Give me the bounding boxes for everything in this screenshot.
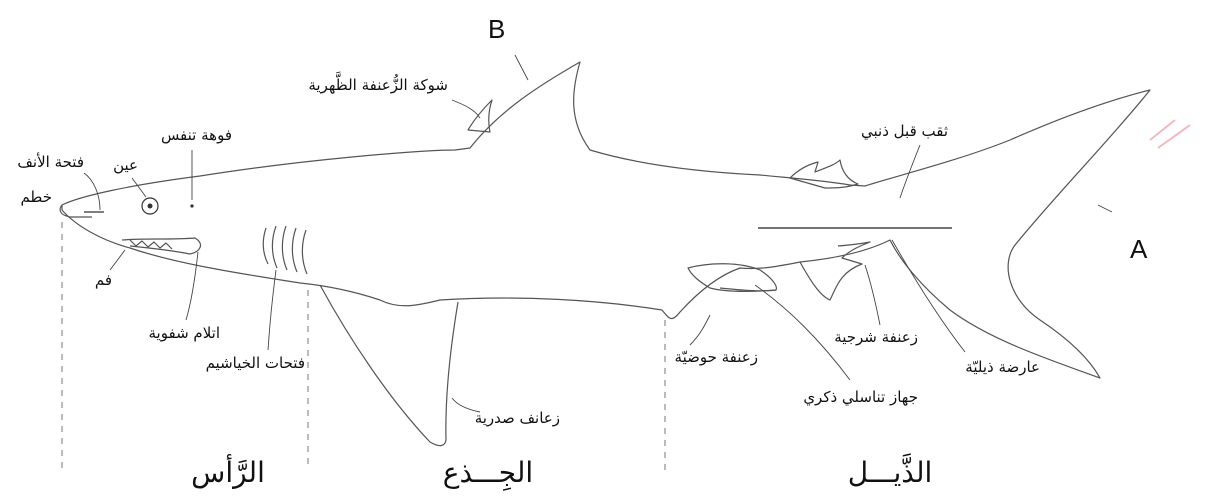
leader-pelvic [690,315,710,345]
leader-A [1098,205,1112,212]
eye-pupil [148,204,153,209]
label-nostril: فتحة الأنف [17,152,84,171]
leader-precaudal [900,145,920,198]
label-mouth: فم [95,271,112,289]
label-pectoral-fins: زعانف صدرية [475,409,560,427]
label-caudal-keel: عارضة ذيليّة [965,358,1040,376]
pectoral-fin-shape [320,285,458,446]
label-A: A [1130,234,1148,264]
snout-tip [60,205,92,217]
label-labial-furrows: اتلام شفوية [149,324,220,342]
leader-mouth [110,250,125,270]
leader-nostril [84,173,100,210]
region-head: الرَّأس [191,453,265,489]
anal-fin-shape [800,242,870,300]
leader-eye [132,178,146,197]
leader-gill [268,270,276,350]
label-spiracle: فوهة تنفس [161,126,232,144]
leader-anal [865,265,880,325]
gill-slits-shape [263,226,307,274]
mouth-shape [122,238,200,254]
spiracle-mark [190,204,193,207]
region-tail: الذَّيـــل [848,452,933,489]
label-anal-fin: زعنفة شرجية [834,328,918,346]
shark-body-outline [62,62,1150,378]
leader-B [515,55,528,80]
label-precaudal-pit: ثقب قبل ذنبي [861,122,948,141]
label-pelvic-fin: زعنفة حوضيّة [675,348,758,366]
second-dorsal-fin [790,160,858,188]
label-eye: عين [113,156,138,174]
watermark-mark [1150,120,1190,148]
label-gill-slits: فتحات الخياشيم [206,354,305,372]
leader-labial [186,252,198,320]
label-dorsal-spine: شوكة الزُّعنفة الظَّهرية [308,72,448,94]
label-clasper: جهاز تناسلي ذكري [803,388,918,407]
leader-dorsal-spine [452,100,480,118]
label-snout: خطم [20,188,52,206]
label-B: B [488,14,505,44]
mouth-teeth [130,240,172,249]
region-trunk: الجِـــذع [443,456,533,491]
